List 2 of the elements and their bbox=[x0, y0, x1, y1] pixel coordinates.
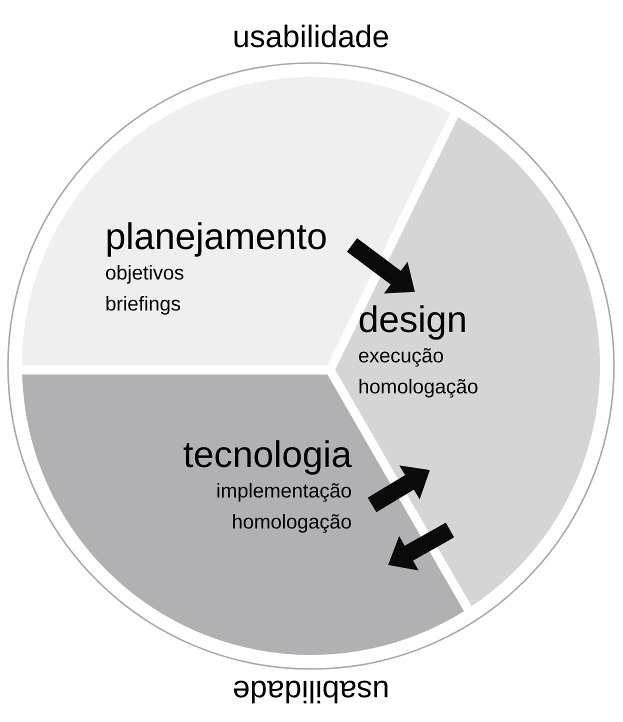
ring-label: usabilidade bbox=[234, 24, 388, 48]
ring-label: usabilidade bbox=[234, 680, 388, 704]
